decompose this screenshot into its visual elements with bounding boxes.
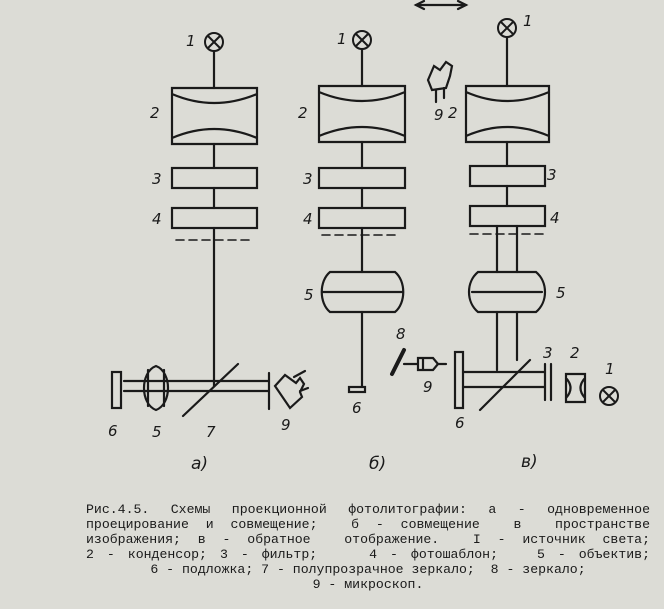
label-substrate: 6 <box>455 414 465 432</box>
scheme-v <box>453 17 620 412</box>
label-side-condenser: 2 <box>570 344 580 362</box>
label-mirror: 8 <box>396 325 406 343</box>
photomask-icon <box>468 204 547 228</box>
photomask-icon <box>317 206 407 230</box>
substrate-icon <box>347 385 367 394</box>
light-source-icon <box>496 17 518 39</box>
label-microscope-top: 9 <box>434 106 444 124</box>
label-photomask: 4 <box>550 209 560 227</box>
label-lens: 5 <box>304 286 314 304</box>
substrate-icon <box>110 370 123 410</box>
label-condenser: 2 <box>448 104 458 122</box>
lens-icon <box>143 364 169 412</box>
filter-icon <box>317 166 407 190</box>
label-photomask: 4 <box>152 210 162 228</box>
label-condenser: 2 <box>298 104 308 122</box>
label-lens: 5 <box>152 423 162 441</box>
scheme-b <box>317 29 454 394</box>
mirror-icon <box>390 348 406 376</box>
label-microscope: 9 <box>423 378 433 396</box>
light-source-icon <box>203 31 225 53</box>
photomask-icon <box>170 206 259 230</box>
direction-arrow <box>413 0 469 11</box>
filter-icon <box>170 166 259 190</box>
label-source: 1 <box>186 32 196 50</box>
label-source: 1 <box>523 12 533 30</box>
label-photomask: 4 <box>303 210 313 228</box>
label-source: 1 <box>337 30 347 48</box>
caption-line: 2 - конденсор; 3 - фильтр; 4 - фотошабло… <box>86 547 650 562</box>
caption-line: изображения; в - обратное отображение. I… <box>86 532 650 547</box>
substrate-icon <box>453 350 465 410</box>
microscope-side-icon <box>416 356 440 372</box>
microscope-top-icon <box>426 60 454 92</box>
label-lens: 5 <box>556 284 566 302</box>
semitransparent-mirror-icon <box>478 358 532 412</box>
label-side-filter: 3 <box>543 344 553 362</box>
scheme-a <box>110 31 310 418</box>
side-condenser-icon <box>564 372 587 404</box>
label-microscope: 9 <box>281 416 291 434</box>
caption-line: 6 - подложка; 7 - полупрозрачное зеркало… <box>150 562 586 577</box>
light-source-icon <box>351 29 373 51</box>
condenser-icon <box>170 86 259 146</box>
condenser-icon <box>317 84 407 144</box>
scheme-b-caption: б) <box>369 454 386 474</box>
label-filter: 3 <box>303 170 313 188</box>
filter-icon <box>468 164 547 188</box>
label-substrate: 6 <box>108 422 118 440</box>
label-mirror: 7 <box>206 423 216 441</box>
label-side-source: 1 <box>605 360 615 378</box>
caption-line: проецирование и совмещение; б - совмещен… <box>86 517 650 532</box>
scheme-v-caption: в) <box>521 452 538 472</box>
photolithography-schemes-diagram: 1 2 3 4 6 5 7 9 а) 1 2 3 4 5 6 8 9 9 б) … <box>108 0 620 474</box>
side-light-source-icon <box>598 385 620 407</box>
microscope-icon <box>273 373 306 410</box>
label-substrate: 6 <box>352 399 362 417</box>
label-condenser: 2 <box>150 104 160 122</box>
lens-icon <box>320 270 405 314</box>
label-filter: 3 <box>547 166 557 184</box>
lens-icon <box>467 270 547 314</box>
figure-caption: Рис.4.5. Схемы проекционной фотолитограф… <box>86 502 650 592</box>
caption-line: Рис.4.5. Схемы проекционной фотолитограф… <box>86 502 650 517</box>
caption-line: 9 - микроскоп. <box>312 577 424 592</box>
label-filter: 3 <box>152 170 162 188</box>
condenser-icon <box>464 84 551 144</box>
scheme-a-caption: а) <box>191 454 208 474</box>
